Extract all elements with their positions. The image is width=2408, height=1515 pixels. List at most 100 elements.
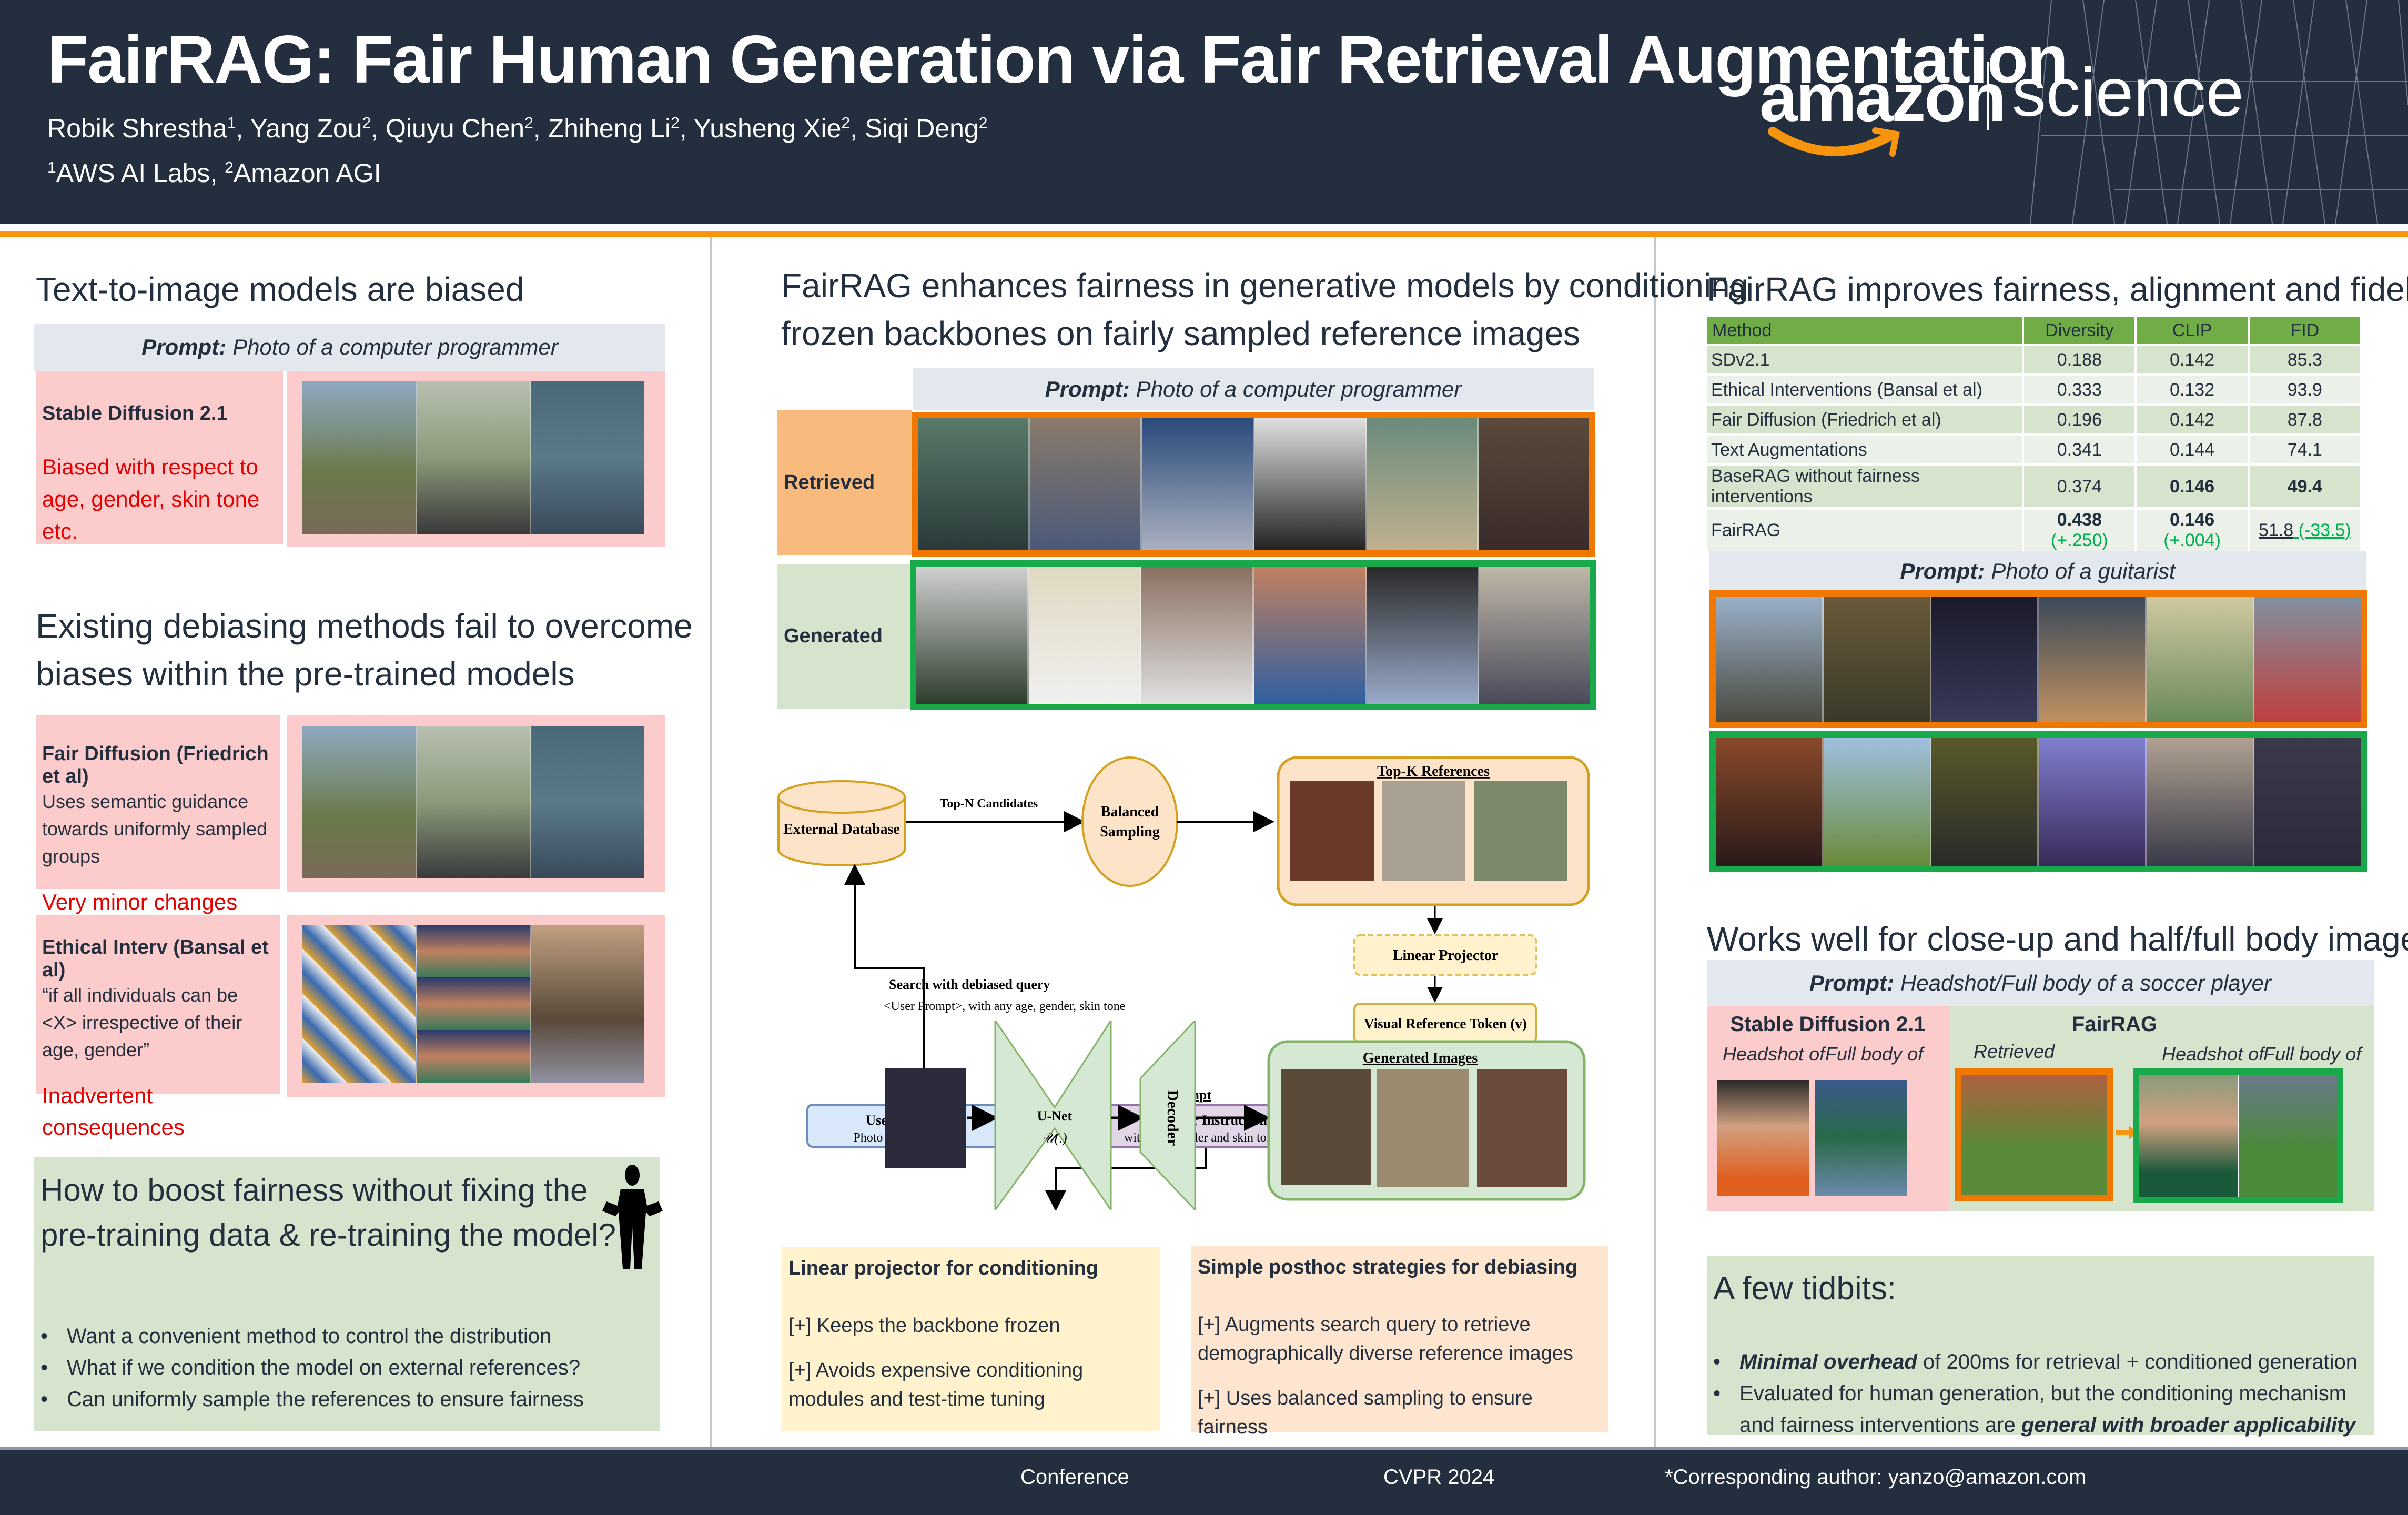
affiliation: Amazon AGI [233,158,381,188]
prompt-label: Prompt: [141,335,227,359]
svg-text:Decoder: Decoder [1164,1090,1181,1146]
table-cell: 0.333 [2024,376,2135,403]
generated-soccer-images [2133,1068,2343,1203]
svg-text:U-Net: U-Net [1037,1108,1073,1124]
row-label: Generated [784,625,883,647]
corresponding-author: *Corresponding author: yanzo@amazon.com [1665,1466,2087,1489]
generated-images-strip [302,726,645,878]
poster-header: FairRAG: Fair Human Generation via Fair … [0,0,2408,224]
generated-guitar-strip [1709,731,2367,872]
unet-node: U-Net 𝒰(.) [994,1021,1112,1210]
table-cell: 0.132 [2137,376,2248,403]
retrieved-images-strip [912,412,1595,557]
author-name: Robik Shrestha1 [47,114,236,143]
sd-soccer-panel: Stable Diffusion 2.1 Headshot of Full bo… [1707,1006,1949,1211]
bullet-item: Want a convenient method to control the … [41,1320,655,1352]
search-query-text: <User Prompt>, with any age, gender, ski… [884,999,1125,1013]
tidbits-title: A few tidbits: [1713,1270,1897,1307]
author-name: Yang Zou2 [250,114,371,143]
generated-images-node: Generated Images [1267,1040,1586,1201]
amazon-smile-icon [1768,127,1900,157]
tidbit-item: Evaluated for human generation, but the … [1713,1378,2367,1441]
box-item: [+] Augments search query to retrieve de… [1198,1314,1573,1365]
top-n-label: Top-N Candidates [940,797,1038,811]
section-title-fairrag: FairRAG enhances fairness in generative … [781,267,1749,352]
prompt-text: Photo of a guitarist [1991,558,2176,583]
poster-footer: Conference CVPR 2024 *Corresponding auth… [0,1447,2408,1515]
svg-text:Balanced: Balanced [1101,804,1159,820]
prompt-text: Photo of a computer programmer [232,335,558,359]
logo-divider [1987,62,1989,130]
affiliation: AWS AI Labs [56,158,210,188]
author-name: Zhiheng Li2 [548,114,680,143]
svg-text:External Database: External Database [783,821,900,837]
sd-description-panel: Stable Diffusion 2.1 Biased with respect… [36,371,283,544]
prompt-label: Prompt: [1045,377,1130,401]
conference-label: Conference [1020,1466,1129,1489]
affiliations: 1AWS AI Labs, 2Amazon AGI [47,158,381,188]
column-label: Full body of [2263,1043,2362,1065]
box-item: [+] Uses balanced sampling to ensure fai… [1198,1387,1533,1439]
method-name: Fair Diffusion (Friedrich et al) [42,743,269,787]
table-cell: SDv2.1 [1707,346,2022,373]
table-cell: 0.142 [2137,406,2248,433]
tidbit-item: Minimal overhead of 200ms for retrieval … [1713,1346,2367,1378]
ethical-interv-images [287,915,665,1097]
science-logo: science [2012,54,2244,130]
conference-name: CVPR 2024 [1383,1466,1495,1489]
fair-diffusion-images [287,715,665,892]
table-cell: 0.144 [2137,436,2248,463]
box-title: Linear projector for conditioning [788,1257,1098,1279]
prompt-label: Prompt: [1900,558,1985,583]
generated-images-strip [302,925,645,1083]
model-name: Stable Diffusion 2.1 [42,402,228,425]
linear-projector-box: Linear projector for conditioning [+] Ke… [782,1247,1160,1431]
section-title-biased: Text-to-image models are biased [36,270,524,308]
prompt-bar: Prompt:Headshot/Full body of a soccer pl… [1707,960,2374,1006]
retrieved-soccer-image [1955,1068,2113,1201]
svg-text:𝒰(.): 𝒰(.) [1042,1130,1067,1146]
prompt-text: Photo of a computer programmer [1136,377,1462,401]
prompt-bar: Prompt:Photo of a guitarist [1709,551,2366,591]
box-item: [+] Avoids expensive conditioning module… [788,1359,1084,1411]
tidbits-list: Minimal overhead of 200ms for retrieval … [1713,1346,2367,1441]
arrow [844,864,925,1105]
table-cell: 74.1 [2249,436,2360,463]
table-row: Ethical Interventions (Bansal et al)0.33… [1707,376,2360,403]
column-label: Full body of [1825,1043,1924,1065]
author-name: Yusheng Xie2 [693,114,851,143]
generated-images-strip [302,381,645,534]
external-database-node: External Database [777,780,906,866]
prompt-text: Headshot/Full body of a soccer player [1900,971,2272,995]
method-desc: “if all individuals can be <X> irrespect… [42,984,242,1061]
table-cell: 93.9 [2249,376,2360,403]
linear-projector-node: Linear Projector [1353,934,1537,976]
svg-text:Linear Projector: Linear Projector [1393,947,1498,964]
arrow [1045,1148,1207,1210]
column-label: Retrieved [1974,1041,2055,1062]
result-note: Inadvertent consequences [42,1083,185,1140]
search-query-title: Search with debiased query [889,977,1050,992]
table-cell: 0.146 [2137,466,2248,507]
header-accent-line [0,231,2408,237]
poster-title: FairRAG: Fair Human Generation via Fair … [47,22,2068,97]
generated-images-strip [910,560,1596,710]
sd-headshot-image [1717,1080,1809,1196]
table-cell: 49.4 [2249,466,2360,507]
table-header: CLIP [2137,317,2248,344]
box-item: [+] Keeps the backbone frozen [788,1315,1060,1337]
column-label: Headshot of [1723,1043,1825,1065]
generated-row-label: Generated [777,564,912,709]
person-shrug-icon [602,1165,663,1269]
retrieved-guitar-strip [1709,590,2367,728]
author-name: Siqi Deng2 [864,114,988,143]
section-title-results: FairRAG improves fairness, alignment and… [1707,270,2408,308]
visual-token-node: Visual Reference Token (v) [1353,1003,1537,1044]
sd-fullbody-image [1815,1080,1907,1196]
table-header: Diversity [2024,317,2135,344]
